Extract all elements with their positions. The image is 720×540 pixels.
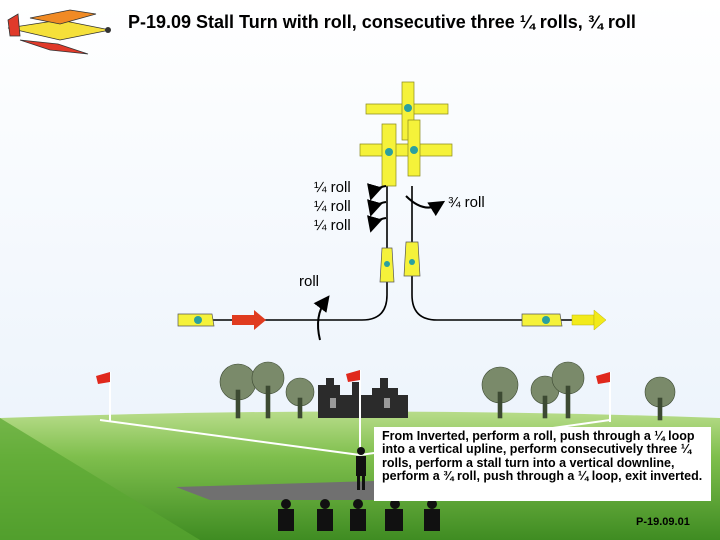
logo-airplane: [7, 9, 111, 55]
page-title: P-19.09 Stall Turn with roll, consecutiv…: [128, 12, 636, 32]
roll-label: roll: [299, 273, 320, 290]
quarter-roll-label-1: ¼ roll: [314, 179, 351, 196]
flight-path: [210, 186, 590, 321]
upline-plane: [379, 247, 395, 283]
grass-left: [0, 418, 200, 540]
stall-turn-plane-lower: [359, 119, 453, 187]
right-flag: [596, 372, 611, 422]
three-quarter-roll-label: ¾ roll: [448, 194, 485, 211]
left-boundary-line: [99, 419, 361, 456]
maneuver-description: From Inverted, perform a roll, push thro…: [374, 427, 711, 501]
quarter-roll-label-2: ¼ roll: [314, 198, 351, 215]
left-flag: [96, 372, 111, 422]
exit-plane: [521, 313, 563, 327]
trees: [219, 361, 676, 421]
entry-plane: [177, 313, 215, 327]
center-flag: [346, 370, 361, 420]
stall-turn-plane-upper: [365, 81, 449, 141]
figure-code: P-19.09.01: [636, 516, 690, 528]
entry-arrow: [232, 310, 266, 330]
downline-plane: [403, 241, 421, 277]
exit-path: [411, 186, 590, 321]
judge-figure: [356, 447, 366, 490]
exit-arrow: [571, 309, 607, 331]
castle-ruin: [318, 378, 408, 418]
quarter-roll-label-3: ¼ roll: [314, 217, 351, 234]
roll-arrows: [313, 183, 446, 341]
spectators: [278, 499, 440, 531]
entry-path: [210, 186, 388, 321]
